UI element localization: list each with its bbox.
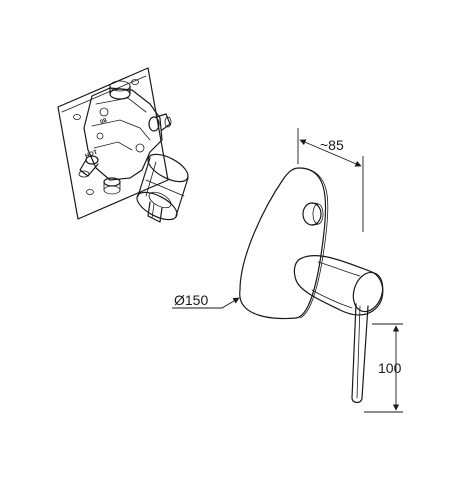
trim-plate-assembly [239,167,387,404]
concealed-valve-body: 08 HOT [57,67,189,223]
cover-plate-rim [299,167,329,319]
lever-hub[interactable] [293,255,387,316]
diverter-knob[interactable] [302,202,324,226]
lever-height-label: 100 [378,360,402,376]
body-mark-side: HOT [85,149,99,159]
cartridge-spindle [147,201,163,223]
mounting-hole-top-right [131,79,139,85]
dimension-diameter: Ø150 [172,292,240,309]
cover-plate [239,167,327,320]
body-mark-top: 08 [100,118,109,126]
dimension-lever-height: 100 [364,323,403,413]
valve-housing [83,87,163,181]
lever-handle[interactable] [351,303,369,404]
dimension-depth: ~85 [297,128,364,232]
mounting-hole-bottom-left [86,189,94,195]
cartridge-cylinder [136,153,189,223]
depth-label: ~85 [320,137,344,153]
diameter-label: Ø150 [174,292,208,308]
mounting-hole-top-left [73,114,81,120]
